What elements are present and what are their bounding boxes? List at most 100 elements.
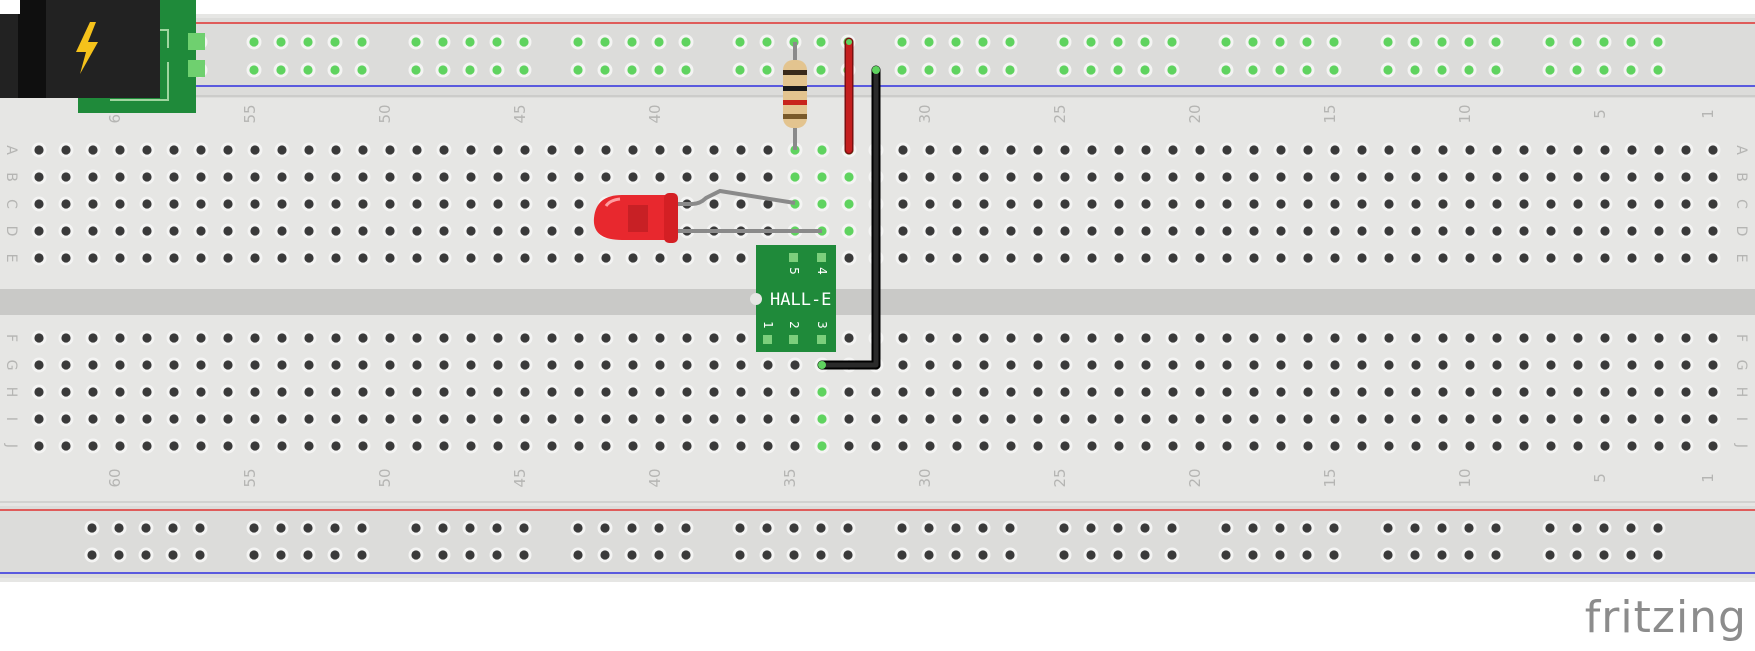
hole — [358, 145, 368, 155]
hole — [520, 226, 530, 236]
hole — [574, 226, 584, 236]
hole — [1384, 172, 1394, 182]
hole — [1303, 360, 1313, 370]
hole — [304, 145, 314, 155]
column-number: 10 — [1456, 104, 1474, 123]
hole — [358, 360, 368, 370]
hole — [61, 333, 71, 343]
hole — [439, 414, 449, 424]
hall-sensor-pad — [789, 253, 798, 262]
hole — [223, 414, 233, 424]
rail-hole — [816, 523, 826, 533]
rail-hole — [330, 65, 340, 75]
hole — [1546, 172, 1556, 182]
hole — [277, 172, 287, 182]
hole — [1303, 441, 1313, 451]
fritzing-logo: fritzing — [1584, 592, 1747, 643]
hole — [88, 199, 98, 209]
hole — [1249, 226, 1259, 236]
rail-hole — [843, 523, 853, 533]
hole — [1357, 172, 1367, 182]
row-letter: D — [1733, 226, 1749, 237]
hole — [88, 441, 98, 451]
hole — [1195, 441, 1205, 451]
hole — [115, 226, 125, 236]
hole — [1357, 253, 1367, 263]
hole — [169, 226, 179, 236]
hole — [250, 226, 260, 236]
rail-hole — [1437, 550, 1447, 560]
rail-hole — [1113, 65, 1123, 75]
hole — [1546, 145, 1556, 155]
hole — [547, 333, 557, 343]
hole — [1249, 145, 1259, 155]
hole — [1195, 199, 1205, 209]
hole — [1222, 441, 1232, 451]
hole — [1546, 414, 1556, 424]
rail-hole — [600, 550, 610, 560]
hole — [331, 226, 341, 236]
hole — [1465, 253, 1475, 263]
rail-hole — [1113, 550, 1123, 560]
hole — [1222, 333, 1232, 343]
rail-hole — [978, 65, 988, 75]
hole — [1006, 172, 1016, 182]
hole — [1168, 145, 1178, 155]
rail-hole — [114, 523, 124, 533]
hole — [1033, 172, 1043, 182]
hole — [1654, 333, 1664, 343]
hole — [520, 333, 530, 343]
hole — [1330, 226, 1340, 236]
hole — [1303, 253, 1313, 263]
rail-hole — [276, 37, 286, 47]
hole — [1195, 387, 1205, 397]
hole — [655, 253, 665, 263]
column-number: 25 — [1051, 468, 1069, 487]
hole — [1168, 333, 1178, 343]
hole — [1087, 333, 1097, 343]
hole — [1627, 172, 1637, 182]
hole — [1573, 414, 1583, 424]
rail-hole — [654, 550, 664, 560]
hole — [1357, 441, 1367, 451]
hole — [1114, 387, 1124, 397]
hole — [952, 414, 962, 424]
hole — [1195, 333, 1205, 343]
rail-hole — [978, 550, 988, 560]
hole — [493, 253, 503, 263]
rail-hole — [465, 65, 475, 75]
row-letter: D — [3, 226, 19, 237]
rail-hole — [1005, 550, 1015, 560]
hole — [1168, 414, 1178, 424]
hole — [925, 172, 935, 182]
hole — [1384, 387, 1394, 397]
hole — [1492, 172, 1502, 182]
hole — [1087, 226, 1097, 236]
hole — [412, 253, 422, 263]
hole — [925, 226, 935, 236]
hole — [1276, 414, 1286, 424]
hole — [196, 414, 206, 424]
hole — [34, 199, 44, 209]
hole — [655, 414, 665, 424]
hole — [61, 145, 71, 155]
rail-hole — [1626, 523, 1636, 533]
black-wire — [819, 67, 879, 368]
hole — [1681, 253, 1691, 263]
hole — [1627, 199, 1637, 209]
led-flange — [664, 193, 678, 243]
hole — [817, 441, 827, 451]
rail-hole — [357, 523, 367, 533]
hole — [169, 441, 179, 451]
power-jack-barrel — [18, 0, 46, 98]
column-number: 40 — [646, 104, 664, 123]
hole — [574, 333, 584, 343]
column-number: 25 — [1051, 104, 1069, 123]
hole — [1087, 253, 1097, 263]
rail-hole — [114, 550, 124, 560]
hole — [1222, 253, 1232, 263]
row-letter: I — [1733, 417, 1749, 421]
rail-hole — [573, 523, 583, 533]
hole — [1546, 333, 1556, 343]
hole — [736, 333, 746, 343]
